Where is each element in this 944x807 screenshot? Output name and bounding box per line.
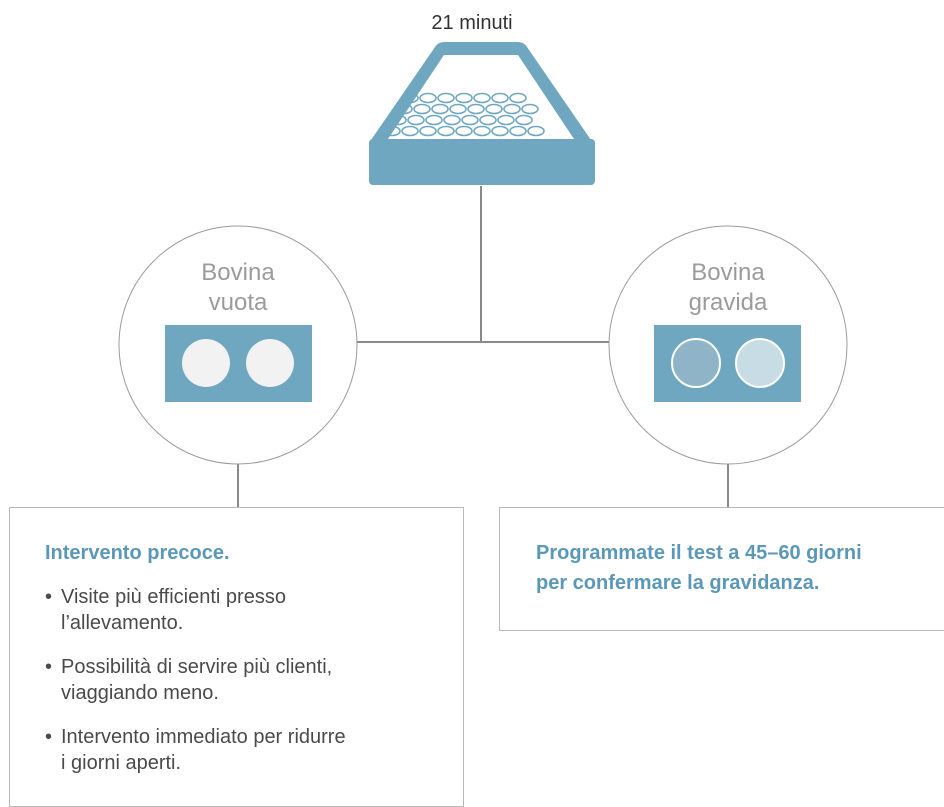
plate-well: [509, 92, 527, 104]
open-cow-label-line2: vuota: [208, 289, 268, 316]
benefit-item-line2: i giorni aperti.: [61, 752, 182, 774]
plate-well: [515, 114, 533, 126]
test-plate-icon: [369, 42, 595, 185]
plate-well: [431, 103, 449, 115]
plate-well: [527, 125, 545, 137]
plate-well: [455, 92, 473, 104]
early-intervention-box: Intervento precoce. Visite più efficient…: [9, 507, 464, 807]
plate-well: [503, 103, 521, 115]
plate-well: [389, 114, 407, 126]
plate-well: [449, 103, 467, 115]
early-intervention-title: Intervento precoce.: [45, 542, 230, 564]
plate-well: [485, 103, 503, 115]
open-cow-label-line1: Bovina: [201, 259, 275, 286]
plate-well: [419, 125, 437, 137]
plate-well: [509, 125, 527, 137]
pregnant-cow-label-line1: Bovina: [691, 259, 765, 286]
plate-well: [479, 114, 497, 126]
plate-well: [443, 114, 461, 126]
pregnant-cow-well-right: [735, 338, 785, 388]
benefit-item-line1: Visite più efficienti presso: [61, 586, 286, 608]
confirmation-title-line1: Programmate il test a 45–60 giorni: [536, 542, 862, 564]
benefit-item-line1: Intervento immediato per ridurre: [61, 726, 346, 748]
open-cow-well-left: [182, 339, 230, 387]
plate-well: [497, 114, 515, 126]
open-cow-label: Bovina vuota: [158, 258, 318, 318]
plate-well: [491, 125, 509, 137]
plate-well: [461, 114, 479, 126]
duration-label: 21 minuti: [431, 12, 513, 34]
plate-well: [407, 114, 425, 126]
plate-well: [473, 92, 491, 104]
benefit-item: Intervento immediato per ridurre i giorn…: [45, 724, 463, 776]
benefit-list: Visite più efficienti presso l’allevamen…: [45, 584, 463, 776]
plate-well: [413, 103, 431, 115]
benefit-item-line1: Possibilità di servire più clienti,: [61, 656, 333, 678]
plate-well: [455, 125, 473, 137]
plate-well: [425, 114, 443, 126]
pregnant-cow-label: Bovina gravida: [648, 258, 808, 318]
benefit-item-line2: viaggiando meno.: [61, 682, 219, 704]
plate-well: [383, 125, 401, 137]
plate-well: [437, 92, 455, 104]
confirmation-box: Programmate il test a 45–60 giorni per c…: [499, 507, 944, 631]
plate-well: [401, 92, 419, 104]
plate-well: [473, 125, 491, 137]
pregnant-cow-well-left: [671, 338, 721, 388]
pregnant-cow-label-line2: gravida: [688, 289, 768, 316]
benefit-item: Possibilità di servire più clienti, viag…: [45, 654, 463, 706]
benefit-item-line2: l’allevamento.: [61, 612, 184, 634]
benefit-item: Visite più efficienti presso l’allevamen…: [45, 584, 463, 636]
plate-well: [437, 125, 455, 137]
plate-well: [419, 92, 437, 104]
plate-well: [467, 103, 485, 115]
plate-well: [401, 125, 419, 137]
plate-well: [521, 103, 539, 115]
plate-well: [395, 103, 413, 115]
confirmation-title-line2: per confermare la gravidanza.: [536, 572, 820, 594]
plate-well: [491, 92, 509, 104]
open-cow-well-right: [246, 339, 294, 387]
